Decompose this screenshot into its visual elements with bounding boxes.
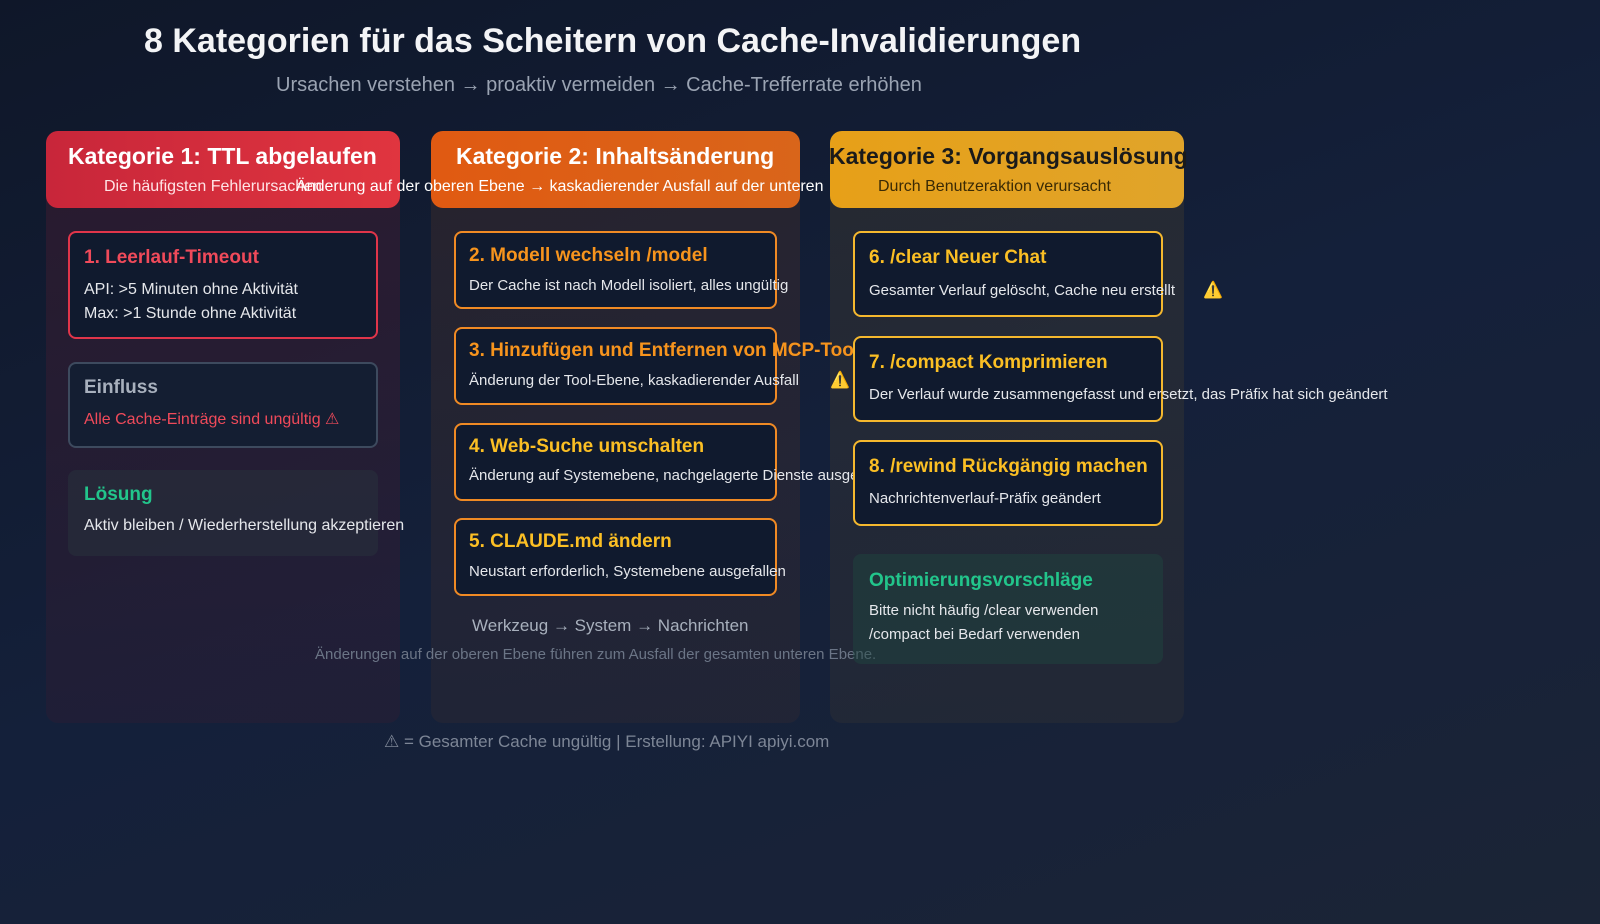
category-1-header [46, 131, 400, 208]
category-3-title: Kategorie 3: Vorgangsauslösung [829, 143, 1188, 169]
category-3-column [830, 131, 1184, 723]
card-clear-title: 6. /clear Neuer Chat [869, 247, 1047, 268]
card-claude-md [454, 518, 777, 596]
category-3-subtitle: Durch Benutzeraktion verursacht [878, 178, 1111, 195]
category-2-title: Kategorie 2: Inhaltsänderung [456, 143, 775, 169]
page-subtitle: Ursachen verstehen → proaktiv vermeiden … [276, 74, 922, 96]
card-tips-title: Optimierungsvorschläge [869, 570, 1093, 591]
card-idle-timeout-title: 1. Leerlauf-Timeout [84, 247, 259, 268]
card-model-switch-text: Der Cache ist nach Modell isoliert, alle… [469, 277, 789, 294]
card-rewind-text: Nachrichtenverlauf-Präfix geändert [869, 490, 1101, 507]
card-impact-text: Alle Cache-Einträge sind ungültig ⚠ [84, 411, 340, 428]
card-solution-text: Aktiv bleiben / Wiederherstellung akzept… [84, 517, 405, 534]
page-title: 8 Kategorien für das Scheitern von Cache… [144, 22, 1082, 60]
card-claude-md-title: 5. CLAUDE.md ändern [469, 531, 672, 552]
card-clear [853, 231, 1163, 317]
category-3-header [830, 131, 1184, 208]
warning-icon: ⚠️ [830, 372, 850, 389]
card-idle-timeout [68, 231, 378, 339]
card-web-search-text: Änderung auf Systemebene, nachgelagerte … [469, 467, 895, 484]
category-2-subtitle: Änderung auf der oberen Ebene → kaskadie… [296, 178, 824, 195]
card-compact-text: Der Verlauf wurde zusammengefasst und er… [869, 386, 1388, 403]
card-clear-text: Gesamter Verlauf gelöscht, Cache neu ers… [869, 282, 1175, 299]
card-impact [68, 362, 378, 448]
card-rewind-title: 8. /rewind Rückgängig machen [869, 456, 1148, 477]
card-mcp-tools-text: Änderung der Tool-Ebene, kaskadierender … [469, 372, 799, 389]
card-compact-title: 7. /compact Komprimieren [869, 352, 1108, 373]
card-mcp-tools-title: 3. Hinzufügen und Entfernen von MCP-Tool… [469, 340, 870, 361]
card-rewind [853, 440, 1163, 526]
card-mcp-tools [454, 327, 777, 405]
card-solution [68, 470, 378, 556]
card-tips-line2: /compact bei Bedarf verwenden [869, 626, 1080, 643]
card-web-search-title: 4. Web-Suche umschalten [469, 436, 705, 457]
category-1-title: Kategorie 1: TTL abgelaufen [68, 143, 377, 169]
flow-label: Werkzeug → System → Nachrichten [472, 616, 749, 635]
card-tips [853, 554, 1163, 664]
category-1-subtitle: Die häufigsten Fehlerursachen [104, 178, 322, 195]
warning-icon: ⚠️ [1203, 282, 1223, 299]
footer-legend: ⚠ = Gesamter Cache ungültig | Erstellung… [384, 732, 830, 751]
card-impact-title: Einfluss [84, 377, 158, 398]
card-tips-line1: Bitte nicht häufig /clear verwenden [869, 602, 1099, 619]
card-model-switch [454, 231, 777, 309]
card-compact [853, 336, 1163, 422]
card-claude-md-text: Neustart erforderlich, Systemebene ausge… [469, 563, 786, 580]
card-idle-timeout-line1: API: >5 Minuten ohne Aktivität [84, 281, 298, 298]
flow-note: Änderungen auf der oberen Ebene führen z… [315, 646, 877, 663]
card-web-search [454, 423, 777, 501]
category-2-header [431, 131, 800, 208]
card-model-switch-title: 2. Modell wechseln /model [469, 245, 708, 266]
card-solution-title: Lösung [84, 484, 153, 505]
card-idle-timeout-line2: Max: >1 Stunde ohne Aktivität [84, 305, 297, 322]
